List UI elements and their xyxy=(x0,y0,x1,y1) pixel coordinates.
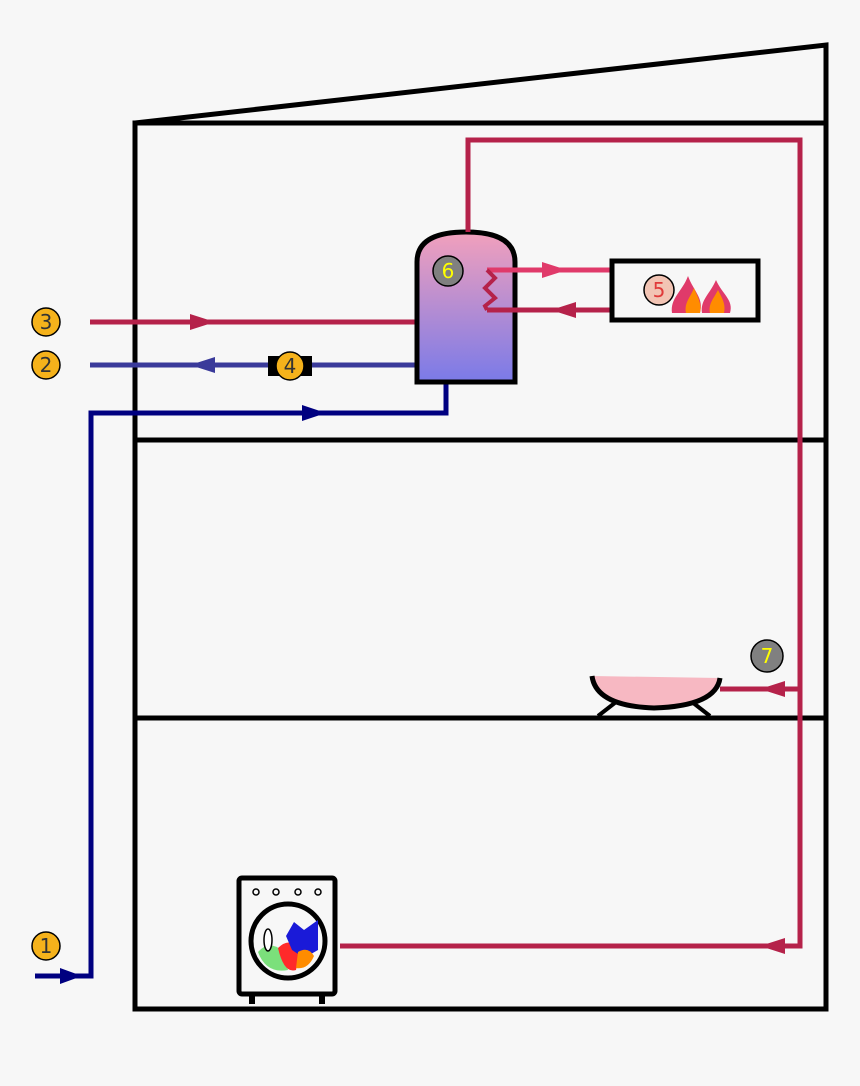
boiler-flow-arrow xyxy=(542,262,567,278)
tank-upper-coil xyxy=(482,268,498,311)
marker-5: 5 xyxy=(643,274,675,306)
sink-basin-icon xyxy=(589,675,723,718)
cold-supply-arrow-top xyxy=(302,405,326,421)
cold-supply-arrow-bottom xyxy=(60,968,82,984)
marker-7-label: 7 xyxy=(761,644,774,668)
marker-3-label: 3 xyxy=(40,310,53,334)
marker-4: 4 xyxy=(275,351,305,381)
building-walls xyxy=(132,42,829,1012)
marker-1: 1 xyxy=(31,931,61,961)
hot-water-tank-icon xyxy=(414,229,518,385)
boiler-flame-icon xyxy=(609,258,761,323)
sink-supply-arrow xyxy=(760,681,785,697)
marker-2-label: 2 xyxy=(40,353,53,377)
marker-6-label: 6 xyxy=(442,259,455,283)
washing-machine-icon xyxy=(236,875,338,1004)
boiler-return-arrow xyxy=(551,302,576,318)
marker-1-label: 1 xyxy=(40,934,53,958)
marker-6: 6 xyxy=(432,255,464,287)
roof-line xyxy=(134,42,829,126)
marker-3: 3 xyxy=(31,307,61,337)
marker-4-label: 4 xyxy=(284,354,297,378)
return-arrow xyxy=(190,357,215,373)
marker-2: 2 xyxy=(31,350,61,380)
hot-pipe-3-arrow xyxy=(190,314,215,330)
marker-7: 7 xyxy=(750,639,784,673)
building-outline xyxy=(132,120,829,1012)
marker-5-label: 5 xyxy=(653,278,666,302)
washer-supply-arrow xyxy=(760,938,785,954)
